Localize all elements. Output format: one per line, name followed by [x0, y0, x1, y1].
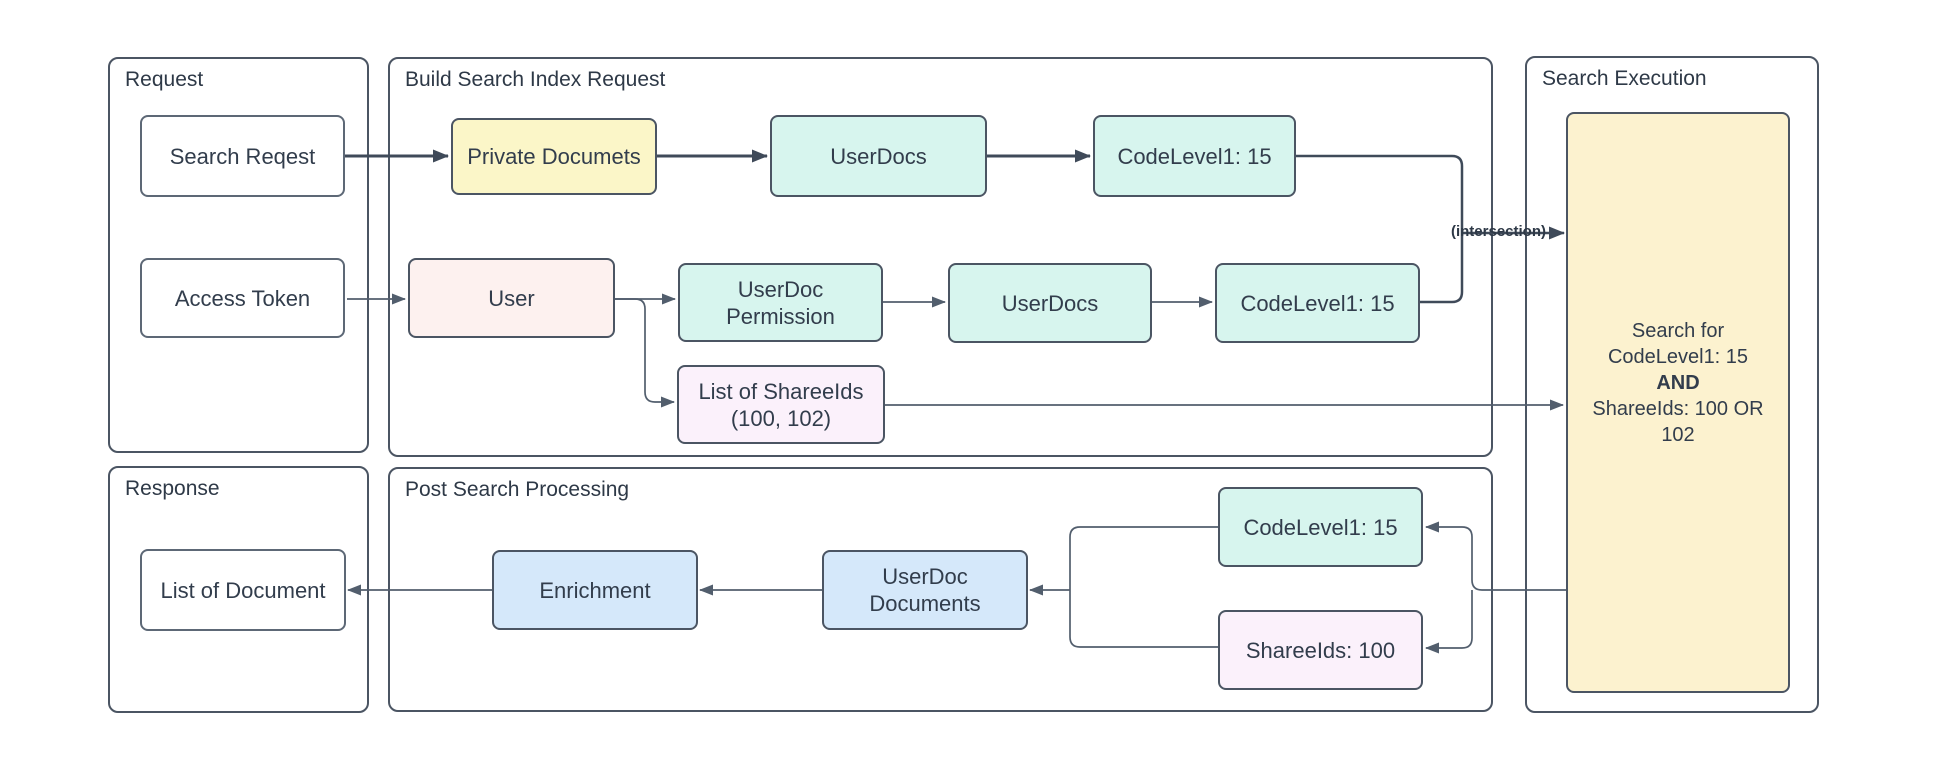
node-enrichment: Enrichment: [492, 550, 698, 630]
search-criteria-line: ShareeIds: 100 OR 102: [1592, 397, 1764, 446]
intersection-edge-label: (intersection): [1450, 223, 1546, 240]
node-label: List of Document: [160, 577, 326, 603]
node-label: Search Reqest: [169, 143, 316, 169]
node-label: CodeLevel1: 15: [1243, 514, 1398, 540]
node-private-documets: Private Documets: [451, 118, 657, 195]
node-search-criteria: Search for CodeLevel1: 15 AND ShareeIds:…: [1566, 112, 1790, 693]
container-title-response: Response: [125, 477, 220, 500]
container-title-post: Post Search Processing: [405, 478, 630, 501]
container-build-search-index-request: Build Search Index Request: [388, 57, 1493, 457]
node-label: UserDocs: [1001, 290, 1099, 316]
node-user: User: [408, 258, 615, 338]
node-label: Enrichment: [539, 577, 651, 603]
node-label: CodeLevel1: 15: [1240, 290, 1395, 316]
node-label: List of ShareeIds (100, 102): [698, 378, 864, 431]
node-label: Private Documets: [467, 144, 641, 169]
node-shareeids-100: ShareeIds: 100: [1218, 610, 1423, 690]
node-codelevel1-mid: CodeLevel1: 15: [1215, 263, 1420, 343]
arrow-search-to-codelevel1-bottom: [1425, 521, 1566, 591]
connector-codelevel1-merge: [1296, 154, 1464, 304]
node-userdoc-documents: UserDoc Documents: [822, 550, 1028, 630]
node-list-of-document: List of Document: [140, 549, 346, 631]
container-title-request: Request: [125, 68, 204, 91]
arrow-user-to-listofshareeids: [615, 298, 675, 408]
node-label: User: [488, 285, 535, 311]
node-list-of-shareeids: List of ShareeIds (100, 102): [677, 365, 885, 444]
search-criteria-text: Search for CodeLevel1: 15 AND ShareeIds:…: [1576, 318, 1780, 448]
arrow-search-to-shareeids100: [1425, 590, 1473, 654]
node-access-token: Access Token: [140, 258, 345, 338]
node-label: UserDocs: [830, 143, 927, 169]
node-codelevel1-top: CodeLevel1: 15: [1093, 115, 1296, 197]
node-label: UserDoc Permission: [726, 276, 835, 329]
connector-results-merge: [1069, 526, 1218, 648]
search-criteria-line: Search for: [1631, 319, 1725, 342]
search-criteria-and: AND: [1656, 371, 1700, 394]
node-search-reqest: Search Reqest: [140, 115, 345, 197]
node-label: CodeLevel1: 15: [1117, 143, 1272, 169]
node-userdoc-permission: UserDoc Permission: [678, 263, 883, 342]
container-title-build: Build Search Index Request: [405, 68, 666, 91]
container-search-execution: Search Execution: [1525, 56, 1819, 713]
search-criteria-line: CodeLevel1: 15: [1607, 345, 1749, 368]
node-userdocs-mid: UserDocs: [948, 263, 1152, 343]
node-userdocs-top: UserDocs: [770, 115, 987, 197]
node-label: ShareeIds: 100: [1245, 637, 1396, 663]
node-codelevel1-bottom: CodeLevel1: 15: [1218, 487, 1423, 567]
container-title-search-execution: Search Execution: [1542, 67, 1707, 90]
node-label: Access Token: [174, 285, 311, 311]
container-request: Request: [108, 57, 369, 453]
node-label: UserDoc Documents: [869, 564, 981, 616]
